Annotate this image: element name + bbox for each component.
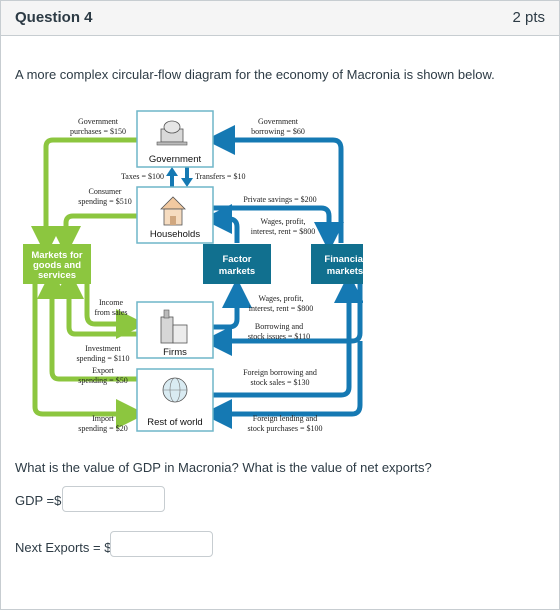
markets-goods-label-1: Markets for [31,250,83,261]
gdp-input[interactable] [62,486,165,512]
transfers-label: Transfers = $10 [195,172,245,181]
markets-goods-label-2: goods and [33,260,81,271]
foreign-borrowing-label-2: stock sales = $130 [251,378,310,387]
gov-borrowing-label-1: Government [258,117,299,126]
factor-markets-box [203,244,271,284]
gdp-label: GDP =$ [15,493,62,508]
financial-markets-label-1: Financial [324,254,363,265]
markets-goods-label-3: services [38,270,76,281]
factor-markets-label-1: Factor [222,254,251,265]
import-label-1: Import [92,414,115,423]
transfers-arrow [181,167,193,187]
export-label-1: Export [92,366,115,375]
consumer-spending-label-2: spending = $510 [78,197,131,206]
firms-label: Firms [163,347,187,358]
private-savings-arrow [211,205,344,252]
wages-firms-label-2: interest, rent = $800 [249,304,314,313]
rest-of-world-label: Rest of world [147,417,202,428]
gov-borrowing-arrow [205,125,344,243]
net-exports-input[interactable] [110,531,213,557]
question-intro: A more complex circular-flow diagram for… [15,67,495,82]
question-header: Question 4 2 pts [1,1,559,36]
investment-arrow [54,269,137,337]
foreign-lending-label-1: Foreign lending and [253,414,317,423]
taxes-arrow [166,167,178,187]
government-icon [156,120,188,146]
export-arrow [37,269,137,382]
financial-markets-label-2: markets [327,266,363,277]
gov-purchases-label-1: Government [78,117,119,126]
wages-from-firms-arrow [211,278,252,330]
firms-icon [160,309,188,344]
wages-firms-label-1: Wages, profit, [259,294,304,303]
government-label: Government [149,154,202,165]
globe-icon [162,377,188,403]
consumer-spending-arrow [51,213,137,256]
question-prompt: What is the value of GDP in Macronia? Wh… [15,460,432,475]
foreign-borrowing-label-1: Foreign borrowing and [243,368,317,377]
gov-purchases-label-2: purchases = $150 [70,127,126,136]
investment-label-2: spending = $110 [76,354,129,363]
import-arrow [32,284,146,429]
foreign-lending-arrow [202,341,363,429]
import-label-2: spending = $20 [78,424,127,433]
gov-purchases-arrow [31,137,137,256]
income-sales-label-2: from sales [94,308,127,317]
wages-hh-label-1: Wages, profit, [261,217,306,226]
investment-label-1: Investment [85,344,121,353]
question-points: 2 pts [512,9,545,26]
wages-to-households-arrow [202,204,240,243]
borrowing-stock-label-1: Borrowing and [255,322,303,331]
net-exports-label: Next Exports = $ [15,540,112,555]
households-label: Households [150,229,200,240]
circular-flow-diagram: Government Households Firms Rest of worl… [23,110,363,433]
financial-markets-box [311,244,363,284]
foreign-lending-label-2: stock purchases = $100 [248,424,323,433]
foreign-borrowing-arrow [211,273,363,398]
question-title: Question 4 [15,9,93,26]
taxes-label: Taxes = $100 [121,172,164,181]
borrowing-stock-arrow [202,282,363,356]
factor-markets-label-2: markets [219,266,255,277]
private-savings-label: Private savings = $200 [243,195,316,204]
consumer-spending-label-1: Consumer [89,187,122,196]
borrowing-stock-label-2: stock issues = $110 [248,332,310,341]
markets-goods-box [23,244,91,284]
households-icon [160,196,186,226]
gov-borrowing-label-2: borrowing = $60 [251,127,305,136]
wages-hh-label-2: interest, rent = $800 [251,227,316,236]
income-sales-label-1: Income [99,298,123,307]
export-label-2: spending = $50 [78,376,127,385]
income-from-sales-arrow [84,284,146,339]
